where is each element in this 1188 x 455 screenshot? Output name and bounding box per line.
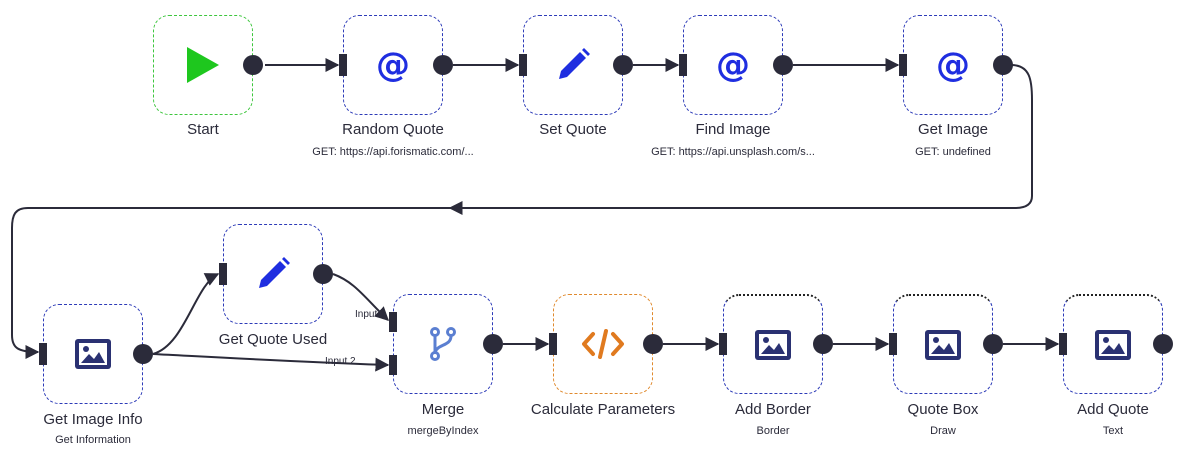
node-label: Get Quote Used (218, 331, 328, 348)
calculate-parameters-input-port[interactable] (549, 333, 557, 355)
find-image-node[interactable]: @ (683, 15, 783, 115)
connection-wrap-left (11, 207, 450, 359)
node-subtitle: mergeByIndex (407, 425, 479, 437)
node-label: Find Image (695, 121, 771, 138)
image-icon (1064, 296, 1162, 393)
node-subtitle: Draw (930, 425, 956, 437)
get-quote-used-input-port[interactable] (219, 263, 227, 285)
set-quote-input-port[interactable] (519, 54, 527, 76)
node-label: Get Image Info (43, 411, 143, 428)
set-quote-output-port[interactable] (613, 55, 633, 75)
get-quote-used-node[interactable] (223, 224, 323, 324)
svg-text:@: @ (376, 45, 410, 85)
connection-get-quote-used-merge-input1 (332, 273, 390, 321)
code-icon (554, 295, 652, 393)
node-subtitle: Get Information (55, 434, 131, 446)
merge-input2-port[interactable] (389, 355, 397, 375)
svg-text:@: @ (716, 45, 750, 85)
random-quote-output-port[interactable] (433, 55, 453, 75)
get-image-info-output-port[interactable] (133, 344, 153, 364)
merge-input2-label: Input 2 (325, 356, 356, 367)
get-quote-used-output-port[interactable] (313, 264, 333, 284)
node-label: Set Quote (539, 121, 607, 138)
add-border-output-port[interactable] (813, 334, 833, 354)
node-label: Start (187, 121, 219, 138)
random-quote-input-port[interactable] (339, 54, 347, 76)
connection-get-image-info-merge-input2 (152, 353, 390, 372)
node-subtitle: GET: https://api.unsplash.com/s... (651, 146, 815, 158)
node-subtitle: Text (1102, 425, 1124, 437)
node-label: Calculate Parameters (530, 401, 676, 418)
add-quote-input-port[interactable] (1059, 333, 1067, 355)
merge-input1-label: Input 1 (355, 309, 386, 320)
node-label: Add Quote (1077, 401, 1149, 418)
add-border-node[interactable] (723, 294, 823, 394)
image-icon (44, 305, 142, 403)
merge-output-port[interactable] (483, 334, 503, 354)
find-image-output-port[interactable] (773, 55, 793, 75)
node-label: Merge (421, 401, 465, 418)
merge-node[interactable] (393, 294, 493, 394)
get-image-input-port[interactable] (899, 54, 907, 76)
add-quote-output-port[interactable] (1153, 334, 1173, 354)
quote-box-output-port[interactable] (983, 334, 1003, 354)
pencil-icon (224, 225, 322, 323)
at-sign-icon: @ (684, 16, 782, 114)
calculate-parameters-output-port[interactable] (643, 334, 663, 354)
start-output-port[interactable] (243, 55, 263, 75)
connection-get-image-get-image-info (448, 64, 1033, 215)
at-sign-icon: @ (344, 16, 442, 114)
get-image-info-node[interactable] (43, 304, 143, 404)
branch-icon (394, 295, 492, 393)
node-label: Random Quote (342, 121, 444, 138)
pencil-icon (524, 16, 622, 114)
at-sign-icon: @ (904, 16, 1002, 114)
get-image-node[interactable]: @ (903, 15, 1003, 115)
node-subtitle: GET: https://api.forismatic.com/... (312, 146, 474, 158)
image-icon (724, 296, 822, 393)
play-icon (154, 16, 252, 114)
quote-box-input-port[interactable] (889, 333, 897, 355)
node-label: Quote Box (907, 401, 979, 418)
random-quote-node[interactable]: @ (343, 15, 443, 115)
calculate-parameters-node[interactable] (553, 294, 653, 394)
add-border-input-port[interactable] (719, 333, 727, 355)
svg-text:@: @ (936, 45, 970, 85)
image-icon (894, 296, 992, 393)
set-quote-node[interactable] (523, 15, 623, 115)
start-node[interactable] (153, 15, 253, 115)
get-image-info-input-port[interactable] (39, 343, 47, 365)
add-quote-node[interactable] (1063, 294, 1163, 394)
find-image-input-port[interactable] (679, 54, 687, 76)
node-label: Add Border (735, 401, 811, 418)
node-label: Get Image (917, 121, 989, 138)
quote-box-node[interactable] (893, 294, 993, 394)
node-subtitle: Border (756, 425, 790, 437)
connection-get-image-info-get-quote-used (152, 273, 220, 355)
node-subtitle: GET: undefined (915, 146, 991, 158)
get-image-output-port[interactable] (993, 55, 1013, 75)
merge-input1-port[interactable] (389, 312, 397, 332)
